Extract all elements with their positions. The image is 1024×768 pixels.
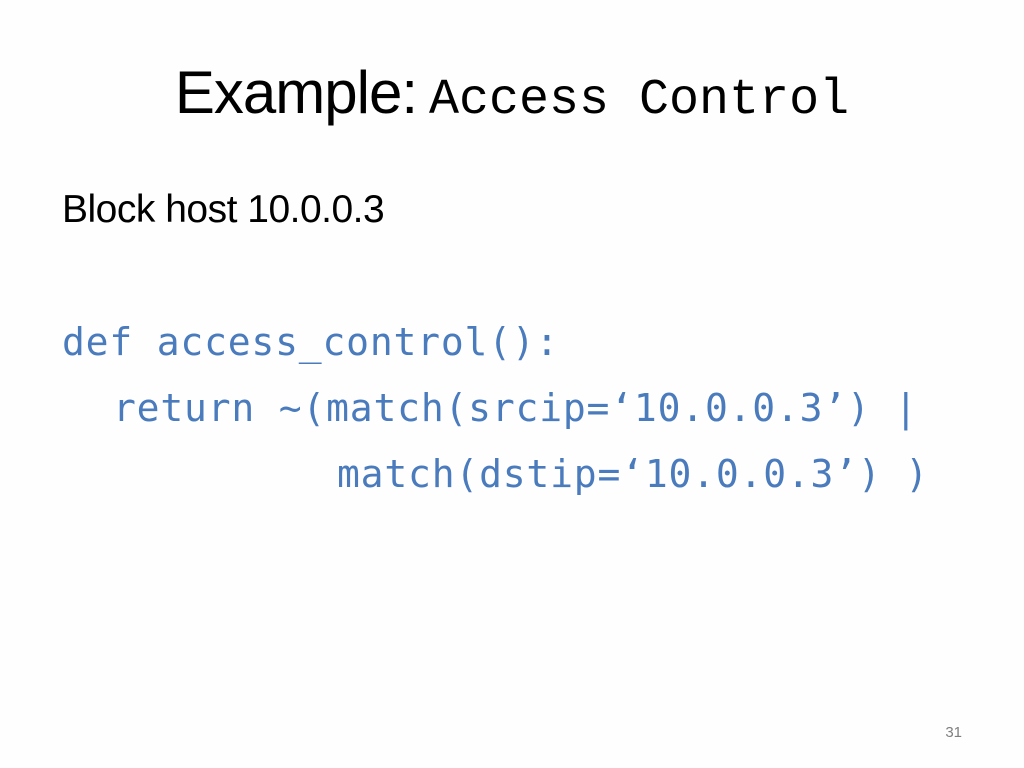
title-code: Access Control [429, 72, 850, 129]
page-number: 31 [945, 724, 962, 741]
code-line: def access_control(): [62, 320, 560, 364]
code-line: match(dstip=‘10.0.0.3’) ) [337, 452, 929, 496]
title-prefix: Example: [174, 59, 418, 126]
slide-subtitle: Block host 10.0.0.3 [62, 188, 385, 231]
code-line: return ~(match(srcip=‘10.0.0.3’) | [113, 386, 919, 430]
slide-title: Example:Access Control [0, 58, 1024, 138]
